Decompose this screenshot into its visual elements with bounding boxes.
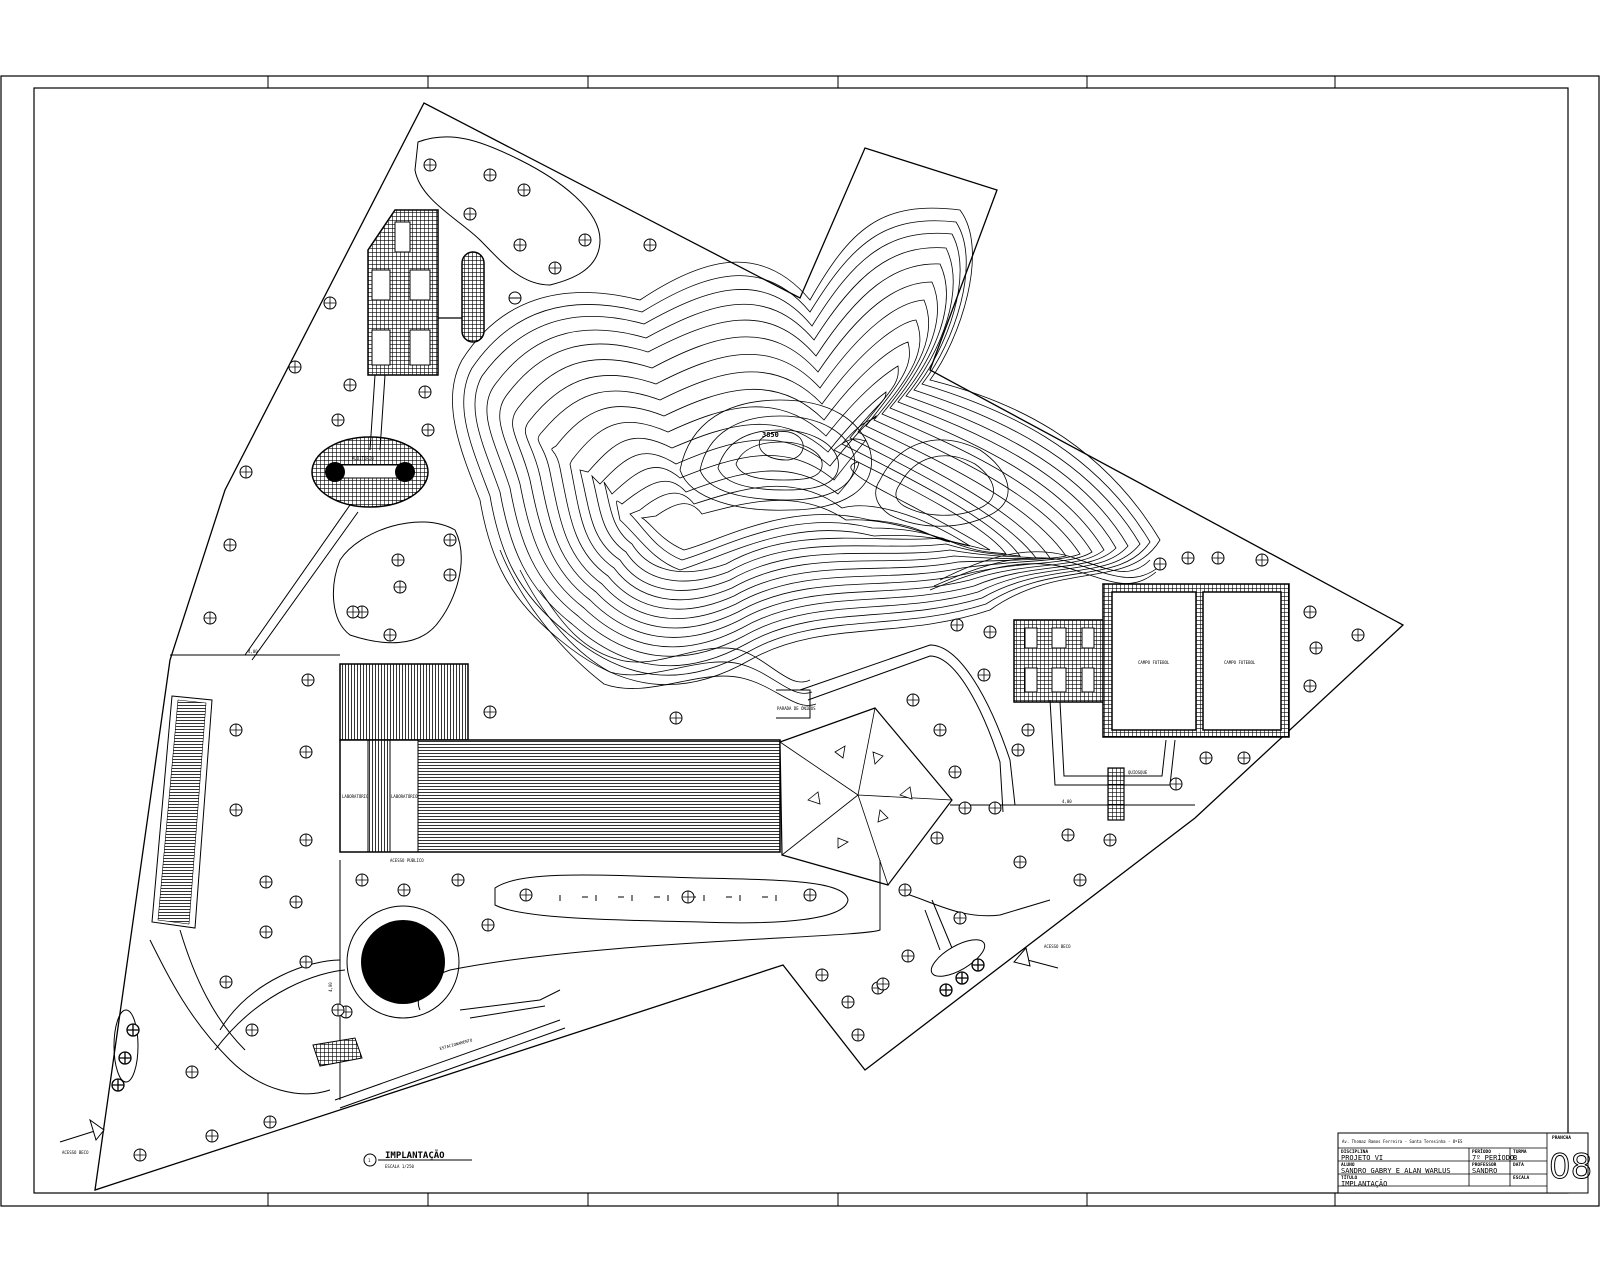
- hexagon-pavilion: [779, 707, 953, 886]
- tb-discipline-label: DISCIPLINA: [1341, 1149, 1368, 1155]
- tb-sheet-number: 08: [1549, 1147, 1592, 1187]
- tb-title-value: IMPLANTAÇÃO: [1341, 1179, 1387, 1188]
- topographic-contours: [451, 207, 1161, 706]
- dimension-label-1: 4,00: [248, 649, 258, 654]
- tb-class-label: TURMA: [1513, 1149, 1527, 1155]
- access-left-label: ACESSO BECO: [62, 1150, 89, 1155]
- caption-title: IMPLANTAÇÃO: [385, 1150, 445, 1161]
- east-paths: [799, 644, 1195, 951]
- court-right-label: CAMPO FUTEBOL: [1224, 660, 1256, 665]
- tb-period-label: PERÍODO: [1472, 1147, 1491, 1155]
- bus-stop-shelter: [776, 689, 811, 719]
- title-block: Av. Thomaz Ramos Ferreira - Santa Teresi…: [1337, 1132, 1593, 1194]
- tb-sheet-label: PRANCHA: [1552, 1135, 1571, 1141]
- access-right-label: ACESSO BECO: [1044, 944, 1071, 949]
- access-arrow-left: ACESSO BECO: [59, 1118, 105, 1155]
- caption-scale: ESCALA 1/250: [385, 1164, 414, 1169]
- caption-number: 1: [368, 1158, 371, 1163]
- tb-class-value: B: [1513, 1154, 1517, 1162]
- nw-grove-outline: [414, 136, 601, 286]
- drawing-caption: 1 IMPLANTAÇÃO ESCALA 1/250: [363, 1150, 472, 1169]
- parking-label: ESTACIONAMENTO: [439, 1037, 473, 1051]
- site-boundary: [94, 102, 1405, 1191]
- tb-period-value: 7º PERÍODO: [1472, 1153, 1514, 1162]
- bus-stop-label: PARADA DE ÔNIBUS: [777, 706, 816, 711]
- west-bench-strip: [151, 695, 213, 929]
- west-garden-bed: [332, 521, 462, 644]
- tb-professor-value: SANDRO: [1472, 1167, 1497, 1175]
- tb-discipline-value: PROJETO VI: [1341, 1154, 1383, 1162]
- north-building: [367, 209, 522, 376]
- access-center-label: ACESSO PÚBLICO: [390, 858, 424, 863]
- east-complex: CAMPO FUTEBOL CAMPO FUTEBOL QUIOSQUE: [1013, 583, 1290, 821]
- tb-students-label: ALUNO: [1341, 1162, 1355, 1168]
- sheet-frame: [0, 75, 1600, 1207]
- south-plaza: [113, 860, 986, 1109]
- tb-header: Av. Thomaz Ramos Ferreira - Santa Teresi…: [1342, 1139, 1463, 1144]
- dimension-label-2: 4,00: [1062, 799, 1072, 804]
- lab2-label: LABORATÓRIO: [391, 794, 418, 799]
- tb-title-label: TÍTULO: [1341, 1173, 1358, 1181]
- oval-auditorium: AUDITÓRIO: [311, 436, 429, 508]
- oval-label: AUDITÓRIO: [352, 456, 374, 461]
- dimension-label-3: 4,00: [328, 982, 333, 992]
- tb-students-value: SANDRO GABRY E ALAN WARLUS: [1341, 1167, 1451, 1175]
- tb-scale-label: ESCALA: [1513, 1175, 1530, 1181]
- lab1-label: LABORATÓRIO: [342, 794, 369, 799]
- elevation-label: 3850: [762, 431, 779, 439]
- tb-professor-label: PROFESSOR: [1472, 1162, 1497, 1168]
- west-paths: [170, 374, 386, 661]
- kiosk-label: QUIOSQUE: [1128, 770, 1148, 775]
- tb-date-label: DATA: [1513, 1162, 1524, 1168]
- central-complex: LABORATÓRIO LABORATÓRIO: [339, 663, 781, 853]
- access-arrow-right: ACESSO BECO: [1013, 944, 1071, 969]
- court-left-label: CAMPO FUTEBOL: [1138, 660, 1170, 665]
